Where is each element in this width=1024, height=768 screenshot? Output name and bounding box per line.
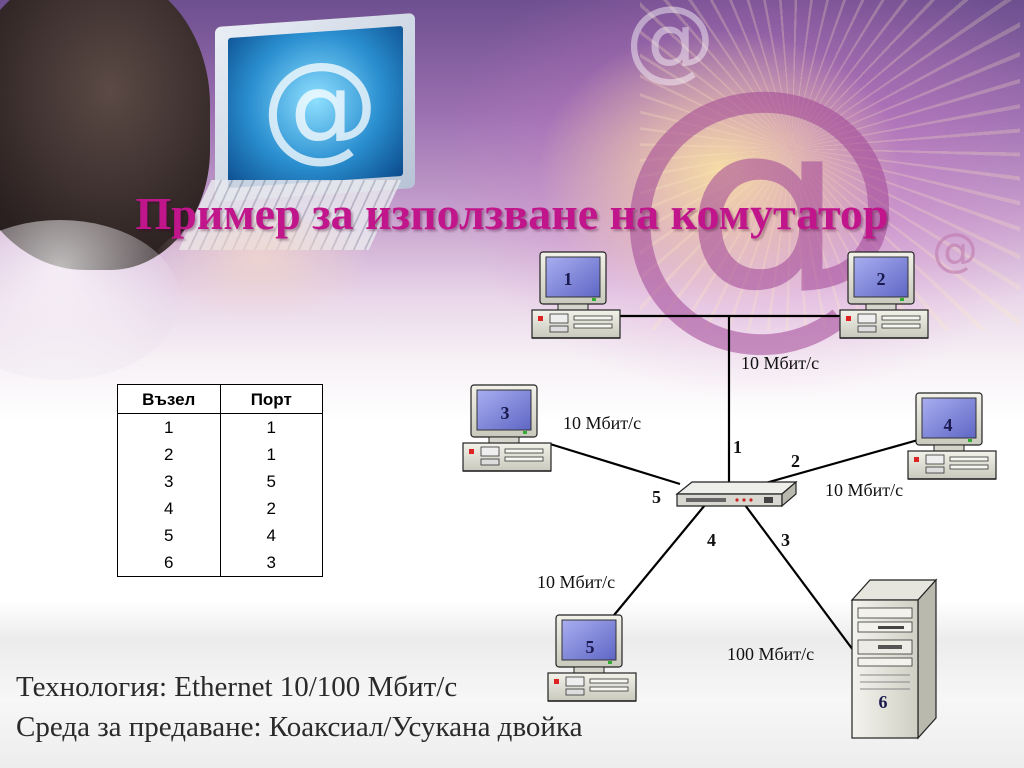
table-cell: 4 — [219, 522, 323, 549]
table-cell: 5 — [117, 522, 221, 549]
footer-technology: Технология: Ethernet 10/100 Мбит/с — [16, 671, 458, 703]
desktop-computer-icon: 5 — [547, 614, 637, 702]
column-header-node: Възел — [117, 384, 221, 414]
table-row: 1 1 — [117, 413, 323, 441]
table-cell: 2 — [117, 441, 221, 468]
node-2-label: 2 — [877, 269, 886, 289]
link-speed-label: 10 Мбит/с — [563, 413, 641, 433]
link-speed-label: 10 Мбит/с — [825, 480, 903, 500]
link-speed-label: 100 Мбит/с — [727, 644, 814, 664]
table-cell: 6 — [117, 549, 221, 577]
table-cell: 1 — [219, 441, 323, 468]
table-cell: 4 — [117, 495, 221, 522]
table-cell: 1 — [219, 413, 323, 441]
desktop-computer-icon: 4 — [907, 392, 997, 480]
link-pc4 — [761, 438, 919, 486]
table-cell: 1 — [117, 413, 221, 441]
desktop-computer-icon: 1 — [531, 251, 621, 339]
table-row: 3 5 — [117, 468, 323, 495]
footer-medium: Среда за предаване: Коаксиал/Усукана дво… — [16, 711, 583, 743]
link-speed-label: 10 Мбит/с — [537, 572, 615, 592]
port-label: 4 — [707, 530, 716, 550]
link-server — [744, 504, 863, 663]
server-tower-icon: 6 — [850, 578, 938, 740]
port-label: 3 — [781, 530, 790, 550]
node-6-label: 6 — [879, 692, 888, 712]
column-header-port: Порт — [219, 384, 323, 414]
port-label: 1 — [733, 437, 742, 457]
node-4-label: 4 — [944, 415, 953, 435]
table-header-row: Възел Порт — [117, 384, 323, 414]
network-switch-icon — [675, 480, 798, 508]
port-label: 2 — [791, 451, 800, 471]
table-row: 4 2 — [117, 495, 323, 522]
table-row: 6 3 — [117, 549, 323, 577]
node-3-label: 3 — [501, 403, 510, 423]
table-cell: 2 — [219, 495, 323, 522]
link-speed-label: 10 Мбит/с — [741, 353, 819, 373]
port-label: 5 — [652, 487, 661, 507]
link-pc3 — [549, 442, 681, 486]
desktop-computer-icon: 2 — [839, 251, 929, 339]
node-5-label: 5 — [586, 637, 595, 657]
desktop-computer-icon: 3 — [462, 384, 552, 472]
slide-title: Пример за използване на комутатор — [135, 188, 889, 239]
node-1-label: 1 — [564, 269, 573, 289]
network-links — [549, 314, 919, 663]
table-row: 5 4 — [117, 522, 323, 549]
node-port-table: Възел Порт 1 1 2 1 3 5 4 2 5 4 — [117, 384, 323, 577]
table-cell: 5 — [219, 468, 323, 495]
table-cell: 3 — [219, 549, 323, 577]
table-row: 2 1 — [117, 441, 323, 468]
table-cell: 3 — [117, 468, 221, 495]
link-pc5 — [609, 504, 706, 621]
